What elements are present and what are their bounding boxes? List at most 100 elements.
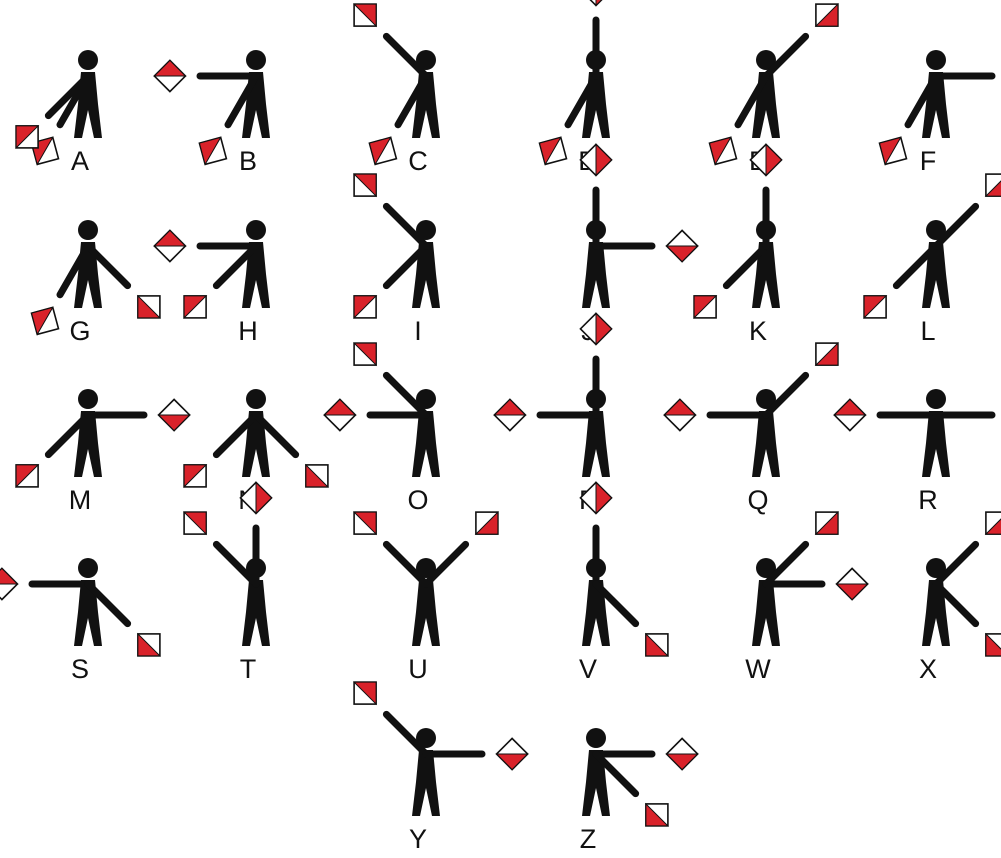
- signal-letter: K: [749, 316, 767, 346]
- signal-letter: H: [238, 316, 258, 346]
- figure-head: [78, 50, 98, 70]
- left-arm-flag: [864, 296, 886, 318]
- signal-letter: T: [240, 654, 257, 684]
- signal-letter: W: [745, 654, 771, 684]
- signal-letter: L: [920, 316, 935, 346]
- signal-letter: V: [579, 654, 597, 684]
- signal-letter: A: [71, 146, 89, 176]
- semaphore-figure-q: Q: [664, 343, 838, 515]
- semaphore-figure-k: K: [694, 144, 781, 346]
- figure-body: [752, 411, 780, 477]
- left-arm-flag: [834, 399, 865, 430]
- left-arm-flag: [324, 399, 355, 430]
- left-arm-flag: [816, 4, 838, 26]
- figure-body: [582, 242, 610, 308]
- left-arm-flag: [816, 512, 838, 534]
- left-arm-flag: [540, 137, 567, 164]
- figure-body: [242, 580, 270, 646]
- right-arm-flag: [646, 804, 668, 826]
- left-arm-flag: [138, 296, 160, 318]
- left-arm-flag: [354, 682, 376, 704]
- semaphore-figure-i: I: [354, 174, 440, 346]
- right-arm-flag: [986, 174, 1001, 196]
- semaphore-figure-w: W: [745, 512, 867, 684]
- figure-body: [922, 411, 950, 477]
- right-arm-flag: [580, 0, 611, 5]
- signal-letter: Z: [580, 824, 597, 854]
- signal-letter: X: [919, 654, 937, 684]
- left-arm-flag: [354, 512, 376, 534]
- signal-letter: B: [239, 146, 257, 176]
- semaphore-figure-u: U: [354, 512, 498, 684]
- figure-head: [926, 50, 946, 70]
- right-arm-flag: [306, 465, 328, 487]
- semaphore-figure-c: C: [354, 4, 440, 176]
- signal-letter: F: [920, 146, 937, 176]
- figure-head: [926, 389, 946, 409]
- semaphore-figure-z: Z: [580, 728, 698, 854]
- figure-body: [582, 411, 610, 477]
- right-arm-flag: [646, 634, 668, 656]
- semaphore-figure-l: L: [864, 174, 1001, 346]
- figure-body: [412, 411, 440, 477]
- semaphore-figure-e: E: [710, 4, 838, 176]
- figure-head: [78, 389, 98, 409]
- left-arm-flag: [184, 465, 206, 487]
- right-arm-flag: [159, 399, 190, 430]
- semaphore-figure-b: B: [154, 50, 270, 176]
- right-arm-flag: [816, 343, 838, 365]
- right-arm-flag: [476, 512, 498, 534]
- semaphore-figure-h: H: [154, 220, 270, 346]
- figure-body: [752, 580, 780, 646]
- left-arm-flag: [667, 230, 698, 261]
- right-arm-flag: [710, 137, 737, 164]
- right-arm-flag: [32, 307, 59, 334]
- left-arm-flag: [16, 465, 38, 487]
- figure-head: [586, 728, 606, 748]
- right-arm-flag: [16, 126, 38, 148]
- semaphore-figure-y: Y: [354, 682, 528, 854]
- left-arm-flag: [354, 296, 376, 318]
- figure-head: [246, 389, 266, 409]
- left-arm-flag: [694, 296, 716, 318]
- right-arm-flag: [354, 343, 376, 365]
- right-arm-flag: [837, 568, 868, 599]
- right-arm-flag: [986, 634, 1001, 656]
- right-arm-flag: [354, 174, 376, 196]
- left-arm-flag: [184, 512, 206, 534]
- signal-letter: G: [69, 316, 90, 346]
- left-arm-flag: [369, 137, 396, 164]
- signal-letter: Y: [409, 824, 427, 854]
- signal-letter: Q: [747, 485, 768, 515]
- semaphore-figure-t: T: [184, 482, 271, 684]
- signal-letter: S: [71, 654, 89, 684]
- semaphore-figure-m: M: [16, 389, 190, 515]
- semaphore-figure-o: O: [324, 343, 440, 515]
- semaphore-figure-g: G: [32, 220, 160, 346]
- left-arm-flag: [0, 568, 17, 599]
- left-arm-flag: [664, 399, 695, 430]
- figure-head: [246, 220, 266, 240]
- figure-head: [78, 220, 98, 240]
- semaphore-figure-x: X: [919, 512, 1001, 684]
- right-arm-flag: [154, 230, 185, 261]
- signal-letter: M: [69, 485, 92, 515]
- left-arm-flag: [494, 399, 525, 430]
- semaphore-figure-r: R: [834, 389, 1001, 515]
- semaphore-figure-a: A: [16, 50, 102, 176]
- semaphore-figure-s: S: [0, 558, 160, 684]
- right-arm-flag: [880, 137, 907, 164]
- right-arm-flag: [354, 4, 376, 26]
- left-arm-flag: [667, 738, 698, 769]
- figure-head: [78, 558, 98, 578]
- figure-head: [246, 50, 266, 70]
- semaphore-figure-f: F: [880, 50, 1001, 176]
- left-arm-flag: [199, 137, 226, 164]
- right-arm-flag: [154, 60, 185, 91]
- left-arm-flag: [184, 296, 206, 318]
- left-arm-flag: [986, 512, 1001, 534]
- signal-letter: C: [408, 146, 428, 176]
- signal-letter: R: [918, 485, 938, 515]
- signal-letter: U: [408, 654, 428, 684]
